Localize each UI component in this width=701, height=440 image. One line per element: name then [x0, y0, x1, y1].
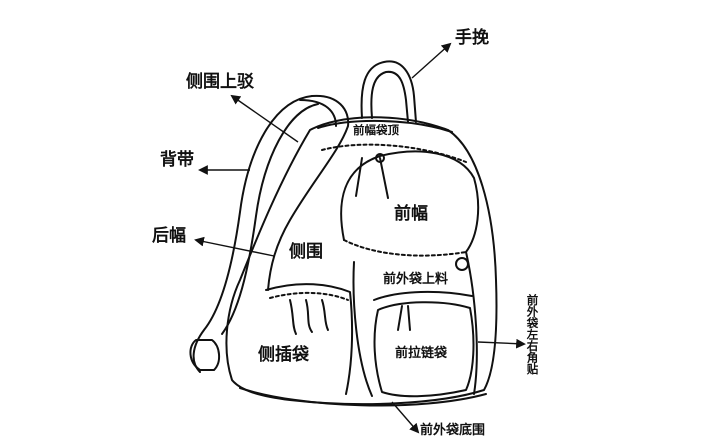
handle-inner	[370, 70, 409, 123]
front-top-band	[317, 119, 453, 133]
label-side-upper: 侧围上驳	[186, 72, 254, 92]
side-upper-band	[267, 94, 350, 291]
label-side-panel: 侧围	[289, 242, 323, 262]
label-front-top: 前幅袋顶	[353, 123, 399, 137]
front-zip-pocket	[373, 301, 475, 398]
side-pocket-pleat-3	[321, 299, 329, 331]
label-side-pocket: 侧插袋	[258, 345, 309, 365]
handle-outline	[360, 60, 417, 123]
label-front-panel: 前幅	[394, 204, 428, 224]
logo-badge	[455, 257, 469, 271]
arrow-side-upper	[230, 94, 299, 143]
label-front-outer-upper: 前外袋上料	[383, 272, 449, 287]
front-panel-zip	[343, 239, 467, 257]
label-front-bottom: 前外袋底围	[420, 423, 486, 438]
zipper-pull-right	[379, 157, 389, 199]
side-pocket-pleat-2	[305, 299, 313, 333]
side-pocket-pleat-1	[289, 299, 297, 335]
strap-buckle	[189, 339, 220, 371]
front-outer-upper-line	[373, 290, 473, 301]
side-pocket-outline	[265, 283, 354, 395]
label-front-corner: 前外袋左右角贴	[525, 294, 540, 375]
zipper-ring	[375, 153, 385, 163]
front-outer-pocket	[352, 251, 478, 397]
front-zip-pull	[397, 305, 411, 331]
side-upper-band-inner	[299, 99, 337, 127]
arrow-front-corner	[477, 338, 526, 349]
label-front-zip: 前拉链袋	[395, 346, 448, 361]
strap-inner	[221, 103, 319, 335]
zipper-pull-left	[355, 157, 363, 197]
label-handle: 手挽	[455, 28, 489, 48]
label-strap: 背带	[160, 150, 194, 170]
label-back-panel: 后幅	[152, 226, 186, 246]
front-panel-outline	[340, 150, 480, 253]
arrow-handle	[411, 42, 452, 79]
bottom-rim	[239, 387, 487, 407]
arrow-front-bottom	[391, 401, 420, 434]
arrow-back-panel	[194, 236, 275, 257]
side-pocket-elastic	[269, 291, 349, 301]
